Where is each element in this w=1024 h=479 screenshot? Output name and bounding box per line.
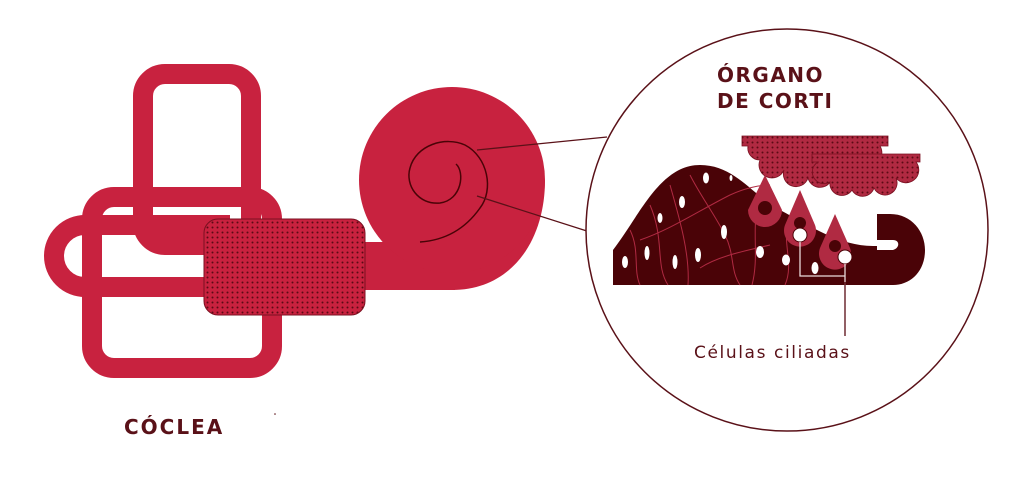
organ-title-line2: DE CORTI (717, 89, 834, 113)
tectorial-membrane-2 (811, 153, 921, 197)
horizontal-canal-loop (44, 215, 230, 297)
zoom-line-top (476, 136, 608, 151)
hair-cells (748, 175, 853, 270)
dotted-patch (203, 218, 366, 316)
hair-cells-label: Células ciliadas (694, 343, 851, 363)
spiral-line (408, 140, 489, 243)
tissue-cell-lines (629, 174, 791, 286)
stray-dot (274, 413, 276, 415)
snail-shell (359, 87, 545, 273)
organ-title-line1: ÓRGANO (717, 63, 825, 87)
upper-canal-loop (133, 64, 261, 255)
hair-cell-marker-1 (792, 227, 808, 243)
organ-of-corti-illustration (613, 135, 925, 336)
hair-cell-marker-2 (837, 249, 853, 265)
cochlea-label: CÓCLEA (124, 415, 225, 439)
tissue-nuclei (622, 172, 819, 274)
cochlea-illustration (44, 64, 545, 378)
zoom-line-bottom (476, 195, 591, 233)
